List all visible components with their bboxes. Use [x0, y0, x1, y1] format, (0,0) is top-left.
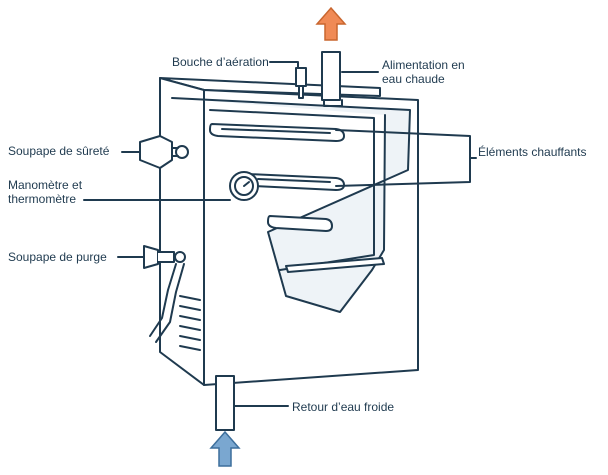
cold-arrow-icon	[209, 430, 241, 467]
heating-element-bottom	[267, 215, 333, 232]
drain-valve	[143, 245, 186, 343]
label-hot-supply: Alimentation en eau chaude	[382, 58, 465, 86]
heating-element-middle	[245, 173, 345, 191]
label-vent: Bouche d’aération	[172, 55, 269, 69]
leader-vent	[269, 61, 299, 69]
vent-slats	[179, 295, 201, 351]
heating-element-top	[209, 123, 345, 142]
label-hot-supply-line1: Alimentation en	[382, 58, 465, 72]
label-drain-valve: Soupape de purge	[8, 250, 107, 264]
label-gauge: Manomètre et thermomètre	[8, 178, 82, 206]
hot-water-pipe	[321, 51, 343, 107]
label-safety-valve: Soupape de sûreté	[8, 144, 110, 158]
inner-shelf	[285, 257, 385, 273]
vent-fitting	[295, 67, 307, 99]
label-cold-return: Retour d’eau froide	[292, 400, 395, 414]
gauge	[229, 171, 259, 201]
label-gauge-line1: Manomètre et	[8, 178, 83, 192]
label-gauge-line2: thermomètre	[8, 192, 77, 206]
label-hot-supply-line2: eau chaude	[382, 72, 445, 86]
hot-arrow-icon	[315, 6, 347, 41]
safety-valve	[139, 135, 189, 169]
cold-water-pipe	[215, 375, 235, 431]
label-heating-elements: Éléments chauffants	[478, 145, 587, 159]
